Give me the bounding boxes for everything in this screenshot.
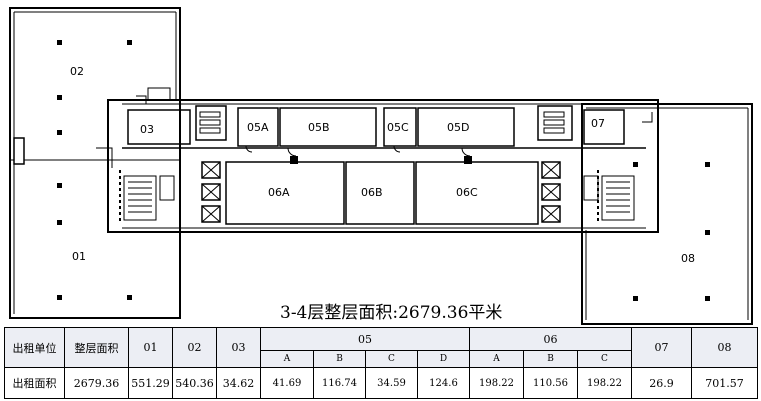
header-rental-unit: 出租单位 [4,327,65,368]
subheader-06c: C [577,350,632,368]
unit-label-02: 02 [70,65,84,78]
subheader-06a: A [469,350,524,368]
left-wing-outline [9,7,181,319]
room-05d-outline [417,107,515,147]
subheader-05b: B [313,350,366,368]
floor-plan: 02 01 03 05A 05B 05C 05D 06A 06B 06C 07 … [9,7,753,325]
value-02: 540.36 [172,367,217,399]
unit-label-06b: 06B [361,186,383,199]
value-06c: 198.22 [577,367,632,399]
value-07: 26.9 [631,367,692,399]
header-unit-05: 05 [260,327,470,351]
unit-label-07: 07 [591,117,605,130]
value-05d: 124.6 [417,367,470,399]
header-unit-02: 02 [172,327,217,368]
header-unit-06: 06 [469,327,632,351]
header-unit-07: 07 [631,327,692,368]
value-06a: 198.22 [469,367,524,399]
floor-area-caption: 3-4层整层面积:2679.36平米 [280,303,503,323]
value-total: 2679.36 [64,367,129,399]
unit-label-06a: 06A [268,186,290,199]
room-05b-outline [279,107,377,147]
unit-label-05c: 05C [387,121,409,134]
subheader-05d: D [417,350,470,368]
subheader-06b: B [523,350,578,368]
stair-icon [601,175,635,221]
header-unit-01: 01 [128,327,173,368]
header-unit-08: 08 [691,327,758,368]
rental-area-table: 出租单位 整层面积 01 02 03 05 06 07 08 A B C D A… [4,327,758,399]
room-06b-outline [345,161,415,225]
room-05a-outline [237,107,279,147]
value-01: 551.29 [128,367,173,399]
unit-label-05d: 05D [447,121,469,134]
unit-label-01: 01 [72,250,86,263]
subheader-05a: A [260,350,314,368]
header-unit-03: 03 [216,327,261,368]
room-06a-outline [225,161,345,225]
unit-label-05b: 05B [308,121,330,134]
value-03: 34.62 [216,367,261,399]
subheader-05c: C [365,350,418,368]
header-total-area: 整层面积 [64,327,129,368]
unit-label-08: 08 [681,252,695,265]
room-06c-outline [415,161,539,225]
value-05b: 116.74 [313,367,366,399]
unit-label-05a: 05A [247,121,269,134]
columns [57,40,710,301]
value-05c: 34.59 [365,367,418,399]
unit-label-06c: 06C [456,186,478,199]
stair-icon [123,175,157,221]
room-05c-outline [383,107,417,147]
value-05a: 41.69 [260,367,314,399]
central-block-outline [107,99,659,233]
row-label-rental-area: 出租面积 [4,367,65,399]
right-wing-outline [581,103,753,325]
value-06b: 110.56 [523,367,578,399]
value-08: 701.57 [691,367,758,399]
unit-label-03: 03 [140,123,154,136]
